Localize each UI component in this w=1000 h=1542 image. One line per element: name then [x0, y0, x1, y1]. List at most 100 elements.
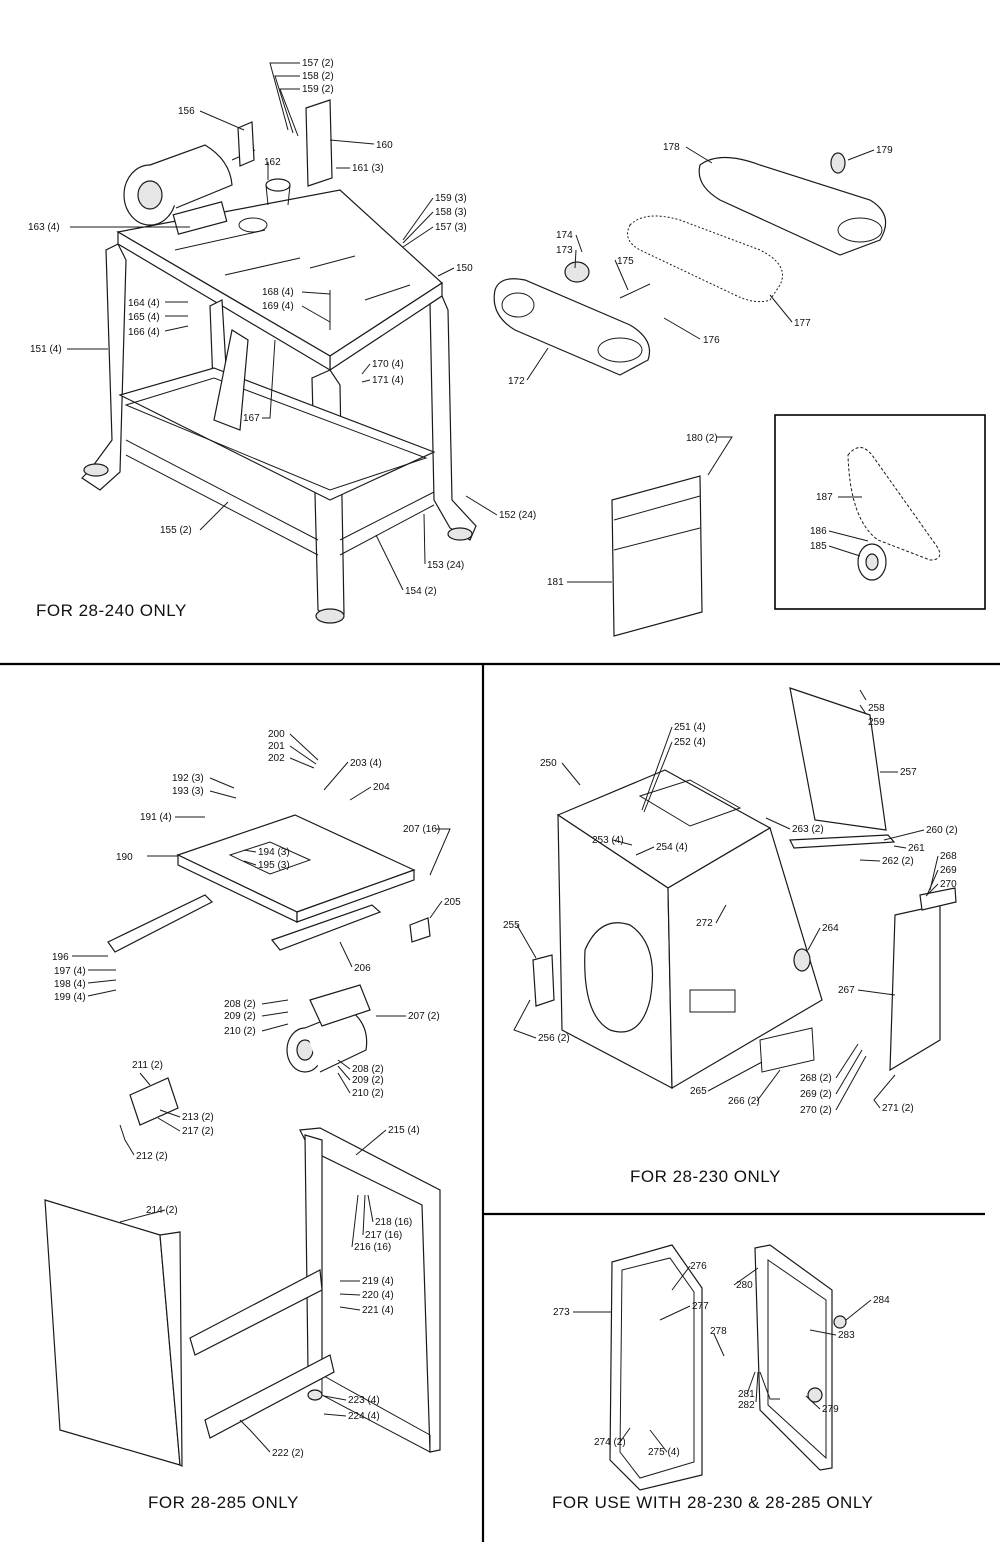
callout-label: 212 (2) [136, 1151, 168, 1162]
callout-label: 251 (4) [674, 722, 706, 733]
callout-label: 256 (2) [538, 1033, 570, 1044]
callout-label: 199 (4) [54, 992, 86, 1003]
callout-label: 174 [556, 230, 573, 241]
callout-label: 171 (4) [372, 375, 404, 386]
leader-lines [67, 62, 939, 1453]
callout-label: 210 (2) [224, 1026, 256, 1037]
callout-label: 267 [838, 985, 855, 996]
caption-28-230-28-285: FOR USE WITH 28-230 & 28-285 ONLY [552, 1493, 873, 1512]
callout-label: 195 (3) [258, 860, 290, 871]
callout-label: 264 [822, 923, 839, 934]
callout-label: 196 [52, 952, 69, 963]
callout-label: 206 [354, 963, 371, 974]
callout-label: 173 [556, 245, 573, 256]
callout-label: 284 [873, 1295, 890, 1306]
callout-label: 213 (2) [182, 1112, 214, 1123]
caption-28-230: FOR 28-230 ONLY [630, 1167, 781, 1186]
callout-label: 255 [503, 920, 520, 931]
callout-label: 161 (3) [352, 163, 384, 174]
callout-label: 272 [696, 918, 713, 929]
callout-label: 157 (2) [302, 58, 334, 69]
callout-label: 205 [444, 897, 461, 908]
callout-label: 198 (4) [54, 979, 86, 990]
inset-belt-pulley-drawing [847, 447, 941, 581]
callout-label: 217 (16) [365, 1230, 402, 1241]
callout-label: 208 (2) [352, 1064, 384, 1075]
callout-label: 222 (2) [272, 1448, 304, 1459]
callout-label: 170 (4) [372, 359, 404, 370]
callout-label: 250 [540, 758, 557, 769]
callout-label: 185 [810, 541, 827, 552]
callout-label: 263 (2) [792, 824, 824, 835]
callout-label: 269 [940, 865, 957, 876]
callout-label: 168 (4) [262, 287, 294, 298]
callout-label: 270 [940, 879, 957, 890]
callout-label: 197 (4) [54, 966, 86, 977]
callout-label: 181 [547, 577, 564, 588]
belt-guard-28-240-drawing [493, 152, 887, 376]
callout-label: 274 (2) [594, 1437, 626, 1448]
callout-label: 207 (2) [408, 1011, 440, 1022]
callout-label: 276 [690, 1261, 707, 1272]
caption-28-240: FOR 28-240 ONLY [36, 601, 187, 620]
callout-label: 279 [822, 1404, 839, 1415]
callout-label: 217 (2) [182, 1126, 214, 1137]
callout-label: 208 (2) [224, 999, 256, 1010]
enclosure-both-drawing [609, 1244, 847, 1491]
callout-label: 200 [268, 729, 285, 740]
callout-label: 258 [868, 703, 885, 714]
callout-label: 153 (24) [427, 560, 464, 571]
callout-label: 283 [838, 1330, 855, 1341]
callout-label: 210 (2) [352, 1088, 384, 1099]
callout-label: 163 (4) [28, 222, 60, 233]
callout-label: 176 [703, 335, 720, 346]
access-panel-181-drawing [611, 475, 703, 637]
callout-label: 275 (4) [648, 1447, 680, 1458]
callout-label: 268 (2) [800, 1073, 832, 1084]
callout-label: 266 (2) [728, 1096, 760, 1107]
callout-label: 259 [868, 717, 885, 728]
callout-label: 273 [553, 1307, 570, 1318]
callout-label: 164 (4) [128, 298, 160, 309]
callout-label: 252 (4) [674, 737, 706, 748]
callout-label: 261 [908, 843, 925, 854]
callout-label: 278 [710, 1326, 727, 1337]
callout-label: 223 (4) [348, 1395, 380, 1406]
panel-captions: FOR 28-240 ONLY FOR 28-285 ONLY FOR 28-2… [36, 601, 873, 1512]
callout-label: 186 [810, 526, 827, 537]
callout-label: 155 (2) [160, 525, 192, 536]
inset-box [774, 414, 986, 610]
callout-label: 224 (4) [348, 1411, 380, 1422]
callout-label: 150 [456, 263, 473, 274]
callout-label: 166 (4) [128, 327, 160, 338]
callout-label: 203 (4) [350, 758, 382, 769]
cabinet-28-230-drawing [532, 687, 957, 1090]
stand-28-240-drawing [81, 99, 477, 624]
callout-label: 167 [243, 413, 260, 424]
callout-label: 280 [736, 1280, 753, 1291]
callout-label: 175 [617, 256, 634, 267]
callout-label: 207 (16) [403, 824, 440, 835]
callout-label: 172 [508, 376, 525, 387]
callout-labels: 157 (2) 158 (2) 159 (2) 156 160 162 161 … [28, 58, 958, 1459]
callout-label: 201 [268, 741, 285, 752]
callout-label: 158 (3) [435, 207, 467, 218]
panel-dividers [0, 414, 1000, 1542]
callout-label: 214 (2) [146, 1205, 178, 1216]
callout-label: 162 [264, 157, 281, 168]
callout-label: 194 (3) [258, 847, 290, 858]
callout-label: 169 (4) [262, 301, 294, 312]
callout-label: 152 (24) [499, 510, 536, 521]
callout-label: 269 (2) [800, 1089, 832, 1100]
callout-label: 154 (2) [405, 586, 437, 597]
callout-label: 193 (3) [172, 786, 204, 797]
callout-label: 262 (2) [882, 856, 914, 867]
callout-label: 270 (2) [800, 1105, 832, 1116]
callout-label: 204 [373, 782, 390, 793]
callout-label: 253 (4) [592, 835, 624, 846]
callout-label: 220 (4) [362, 1290, 394, 1301]
callout-label: 159 (2) [302, 84, 334, 95]
caption-28-285: FOR 28-285 ONLY [148, 1493, 299, 1512]
callout-label: 156 [178, 106, 195, 117]
callout-label: 180 (2) [686, 433, 718, 444]
